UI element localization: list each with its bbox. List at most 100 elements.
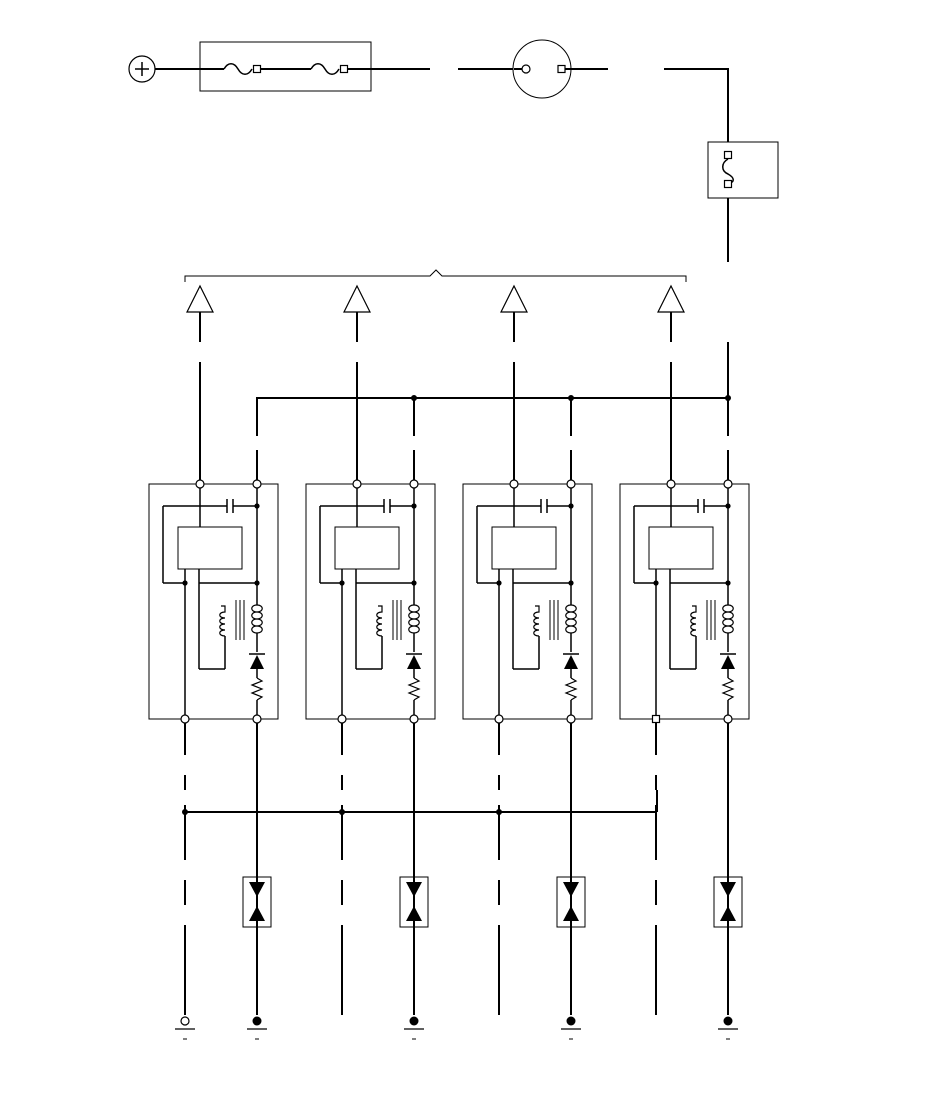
control-unit-box [177,526,243,570]
connector-terminal [339,64,349,74]
coil-icon [533,605,540,637]
relay-module-2 [305,284,436,1040]
diode-icon [407,655,421,669]
ground-icon [247,1016,267,1040]
splice-dot [653,580,659,586]
ground-icon [561,1016,581,1040]
terminal-ground [494,714,504,724]
control-unit-box [648,526,714,570]
load-group-bracket [184,269,687,282]
relay-module-4 [619,284,750,1040]
ground-terminal [252,1016,262,1026]
fuse-box-2 [707,141,779,199]
terminal-output [352,479,362,489]
coil-icon [408,604,415,634]
relay-module-1 [148,284,279,1040]
connector-outline [242,876,272,928]
resistor-icon [721,677,735,701]
ground-bus [182,790,658,815]
connector-icon [399,876,429,928]
coil-icon [219,605,226,637]
terminal-supply [409,479,419,489]
terminal-supply [723,479,733,489]
control-unit-box [334,526,400,570]
output-arrow-icon [500,284,528,313]
relay-module-outline [148,483,279,720]
diode-icon [721,655,735,669]
connector-arrow-up [406,906,422,921]
connector-arrow-down [563,882,579,897]
connector-icon [242,876,272,928]
output-arrow-icon [343,284,371,313]
battery-positive-icon [128,55,156,83]
ground-icon [404,1016,424,1040]
ignition-switch-icon [512,39,572,99]
connector-outline [399,876,429,928]
splice-dot [182,809,188,815]
switch-terminal [557,64,566,74]
power-supply-section [128,39,779,282]
terminal-control [409,714,419,724]
terminal-control [252,714,262,724]
fuse-icon [223,63,253,75]
fuse-element [223,63,253,75]
switch-terminal [521,64,531,74]
connector-arrow-down [406,882,422,897]
connector-arrow-down [720,882,736,897]
relay-internal-circuit [162,488,265,715]
terminal-ground [180,714,190,724]
terminal-ground [651,714,661,724]
relay-module-outline [619,483,750,720]
connector-icon [556,876,586,928]
splice-dot [339,809,345,815]
coil-icon [413,604,420,634]
splice-dot [496,809,502,815]
splice-dot [339,580,345,586]
ground-terminal [409,1016,419,1026]
coil-icon [722,604,729,634]
terminal-control [723,714,733,724]
connector-outline [556,876,586,928]
connector-terminal [723,179,733,189]
connector-arrow-up [249,906,265,921]
coil-icon [570,604,577,634]
fuse-element [310,63,340,75]
output-arrow-icon [657,284,685,313]
terminal-output [195,479,205,489]
coil-icon [256,604,263,634]
resistor-icon [407,677,421,701]
relay-module-outline [462,483,593,720]
ground-terminal [723,1016,733,1026]
output-arrow-icon [186,284,214,313]
connector-terminal [252,64,262,74]
ground-terminal [566,1016,576,1026]
connector-terminal [723,150,733,160]
terminal-supply [566,479,576,489]
connector-outline [713,876,743,928]
fuse-element [722,158,734,185]
terminal-ground [337,714,347,724]
splice-dot [496,580,502,586]
relay-module-outline [305,483,436,720]
resistor-icon [564,677,578,701]
terminal-output [509,479,519,489]
connector-arrow-up [563,906,579,921]
connector-arrow-up [720,906,736,921]
ground-icon [175,1016,195,1040]
fuse-box-outline [707,141,779,199]
terminal-supply [252,479,262,489]
relay-module-3 [462,284,593,1040]
coil-icon [690,605,697,637]
diode-icon [564,655,578,669]
relay-internal-circuit [476,488,579,715]
terminal-control [566,714,576,724]
coil-icon [251,604,258,634]
coil-icon [565,604,572,634]
bracket [184,269,687,282]
fuse-icon [310,63,340,75]
relay-internal-circuit [633,488,736,715]
relay-internal-circuit [319,488,422,715]
diode-icon [250,655,264,669]
